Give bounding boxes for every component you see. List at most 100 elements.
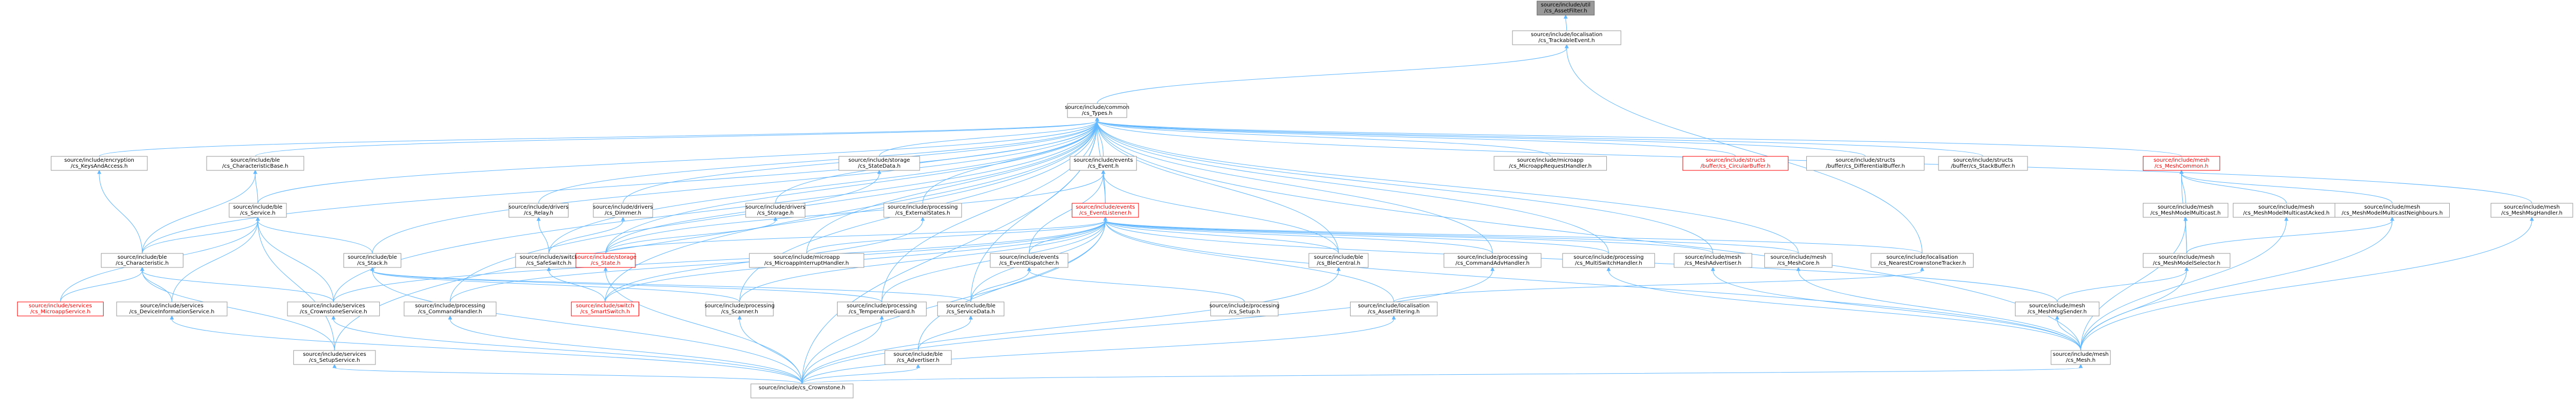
edge-service-csservice bbox=[257, 220, 334, 302]
edge-advertiser-mesh bbox=[1712, 270, 2081, 351]
node-microappsvc[interactable]: source/include/services/cs_MicroappServi… bbox=[17, 301, 104, 317]
node-box bbox=[343, 253, 401, 268]
node-label: source/include/processing bbox=[415, 303, 485, 309]
node-evlistener[interactable]: source/include/events/cs_EventListener.h bbox=[1072, 203, 1139, 218]
node-advertiser[interactable]: source/include/mesh/cs_MeshAdvertiser.h bbox=[1674, 253, 1752, 268]
node-stack[interactable]: source/include/ble/cs_Stack.h bbox=[343, 253, 401, 268]
edge-service-characteristic bbox=[142, 220, 258, 254]
node-circbuf[interactable]: source/include/structs/buffer/cs_Circula… bbox=[1682, 156, 1789, 171]
edge-arrowhead bbox=[1711, 266, 1715, 271]
node-multiacked[interactable]: source/include/mesh/cs_MeshModelMulticas… bbox=[2232, 203, 2340, 218]
node-safeswitch[interactable]: source/include/switch/cs_SafeSwitch.h bbox=[515, 253, 583, 268]
node-label: /cs_TemperatureGuard.h bbox=[849, 309, 915, 315]
node-service[interactable]: source/include/ble/cs_Service.h bbox=[229, 203, 287, 218]
node-multiswitch[interactable]: source/include/processing/cs_MultiSwitch… bbox=[1562, 253, 1655, 268]
edge-devinfo-crownstone bbox=[172, 319, 803, 384]
node-box bbox=[1070, 156, 1137, 171]
node-charbase[interactable]: source/include/ble/cs_CharacteristicBase… bbox=[206, 156, 304, 171]
edge-multicast-mesh bbox=[2080, 220, 2186, 351]
node-tempguard[interactable]: source/include/processing/cs_Temperature… bbox=[837, 301, 927, 317]
node-label: /cs_MeshMsgSender.h bbox=[2027, 309, 2087, 315]
node-blecentral[interactable]: source/include/ble/cs_BleCentral.h bbox=[1308, 253, 1369, 268]
edge-arrowhead bbox=[256, 216, 260, 221]
edge-storageh-state bbox=[605, 220, 776, 254]
edge-event-dispatcher bbox=[1029, 173, 1104, 254]
edge-types-tempguard bbox=[881, 120, 1098, 302]
node-extstates[interactable]: source/include/processing/cs_ExternalSta… bbox=[883, 203, 962, 218]
edge-arrowhead bbox=[448, 315, 453, 320]
node-box bbox=[1562, 253, 1655, 268]
edge-arrowhead bbox=[1920, 266, 1924, 271]
edge-multiswitch-mesh bbox=[1608, 270, 2081, 351]
edge-characteristic-setupsvc bbox=[142, 270, 335, 351]
node-label: /cs_ExternalStates.h bbox=[895, 210, 950, 216]
nodes-layer: source/include/util/cs_AssetFilter.hsour… bbox=[17, 1, 2573, 398]
node-multineigh[interactable]: source/include/mesh/cs_MeshModelMulticas… bbox=[2334, 203, 2450, 218]
node-label: source/include/switch bbox=[519, 254, 578, 260]
node-scanner[interactable]: source/include/processing/cs_Scanner.h bbox=[704, 301, 775, 317]
node-meshcommon[interactable]: source/include/mesh/cs_MeshCommon.h bbox=[2142, 156, 2221, 171]
node-label: /cs_MeshAdvertiser.h bbox=[1684, 260, 1741, 266]
node-box bbox=[1067, 103, 1127, 118]
node-label: /cs_Scanner.h bbox=[721, 309, 758, 315]
node-assetfilter[interactable]: source/include/util/cs_AssetFilter.h bbox=[1537, 1, 1595, 16]
node-label: source/include/ble bbox=[348, 254, 397, 260]
node-bleadv[interactable]: source/include/ble/cs_Advertiser.h bbox=[885, 350, 952, 365]
node-storageh[interactable]: source/include/drivers/cs_Storage.h bbox=[745, 203, 806, 218]
node-setup[interactable]: source/include/processing/cs_Setup.h bbox=[1209, 301, 1279, 317]
node-label: source/include/ble bbox=[233, 204, 282, 210]
node-types[interactable]: source/include/common/cs_Types.h bbox=[1065, 103, 1129, 118]
node-modelselector[interactable]: source/include/mesh/cs_MeshModelSelector… bbox=[2142, 253, 2231, 268]
edge-types-meshcore bbox=[1097, 120, 1799, 254]
node-msgsender[interactable]: source/include/mesh/cs_MeshMsgSender.h bbox=[2015, 301, 2100, 317]
node-assetfiltering[interactable]: source/include/localisation/cs_AssetFilt… bbox=[1350, 301, 1438, 317]
node-csservice[interactable]: source/include/services/cs_CrownstoneSer… bbox=[287, 301, 380, 317]
node-state[interactable]: source/include/storage/cs_State.h bbox=[575, 253, 636, 268]
node-dimmer[interactable]: source/include/drivers/cs_Dimmer.h bbox=[593, 203, 653, 218]
node-statedata[interactable]: source/include/storage/cs_StateData.h bbox=[838, 156, 920, 171]
node-meshcore[interactable]: source/include/mesh/cs_MeshCore.h bbox=[1764, 253, 1833, 268]
node-trackable[interactable]: source/include/localisation/cs_Trackable… bbox=[1512, 30, 1621, 45]
edge-types-blecentral bbox=[1097, 120, 1339, 254]
node-label: source/include/localisation bbox=[1531, 32, 1602, 38]
node-dispatcher[interactable]: source/include/events/cs_EventDispatcher… bbox=[990, 253, 1068, 268]
node-servicedata[interactable]: source/include/ble/cs_ServiceData.h bbox=[937, 301, 1005, 317]
node-smartswitch[interactable]: source/include/switch/cs_SmartSwitch.h bbox=[571, 301, 639, 317]
node-crownstone[interactable]: source/include/cs_Crownstone.h bbox=[750, 383, 854, 398]
node-keys[interactable]: source/include/encryption/cs_KeysAndAcce… bbox=[51, 156, 148, 171]
node-msghandler[interactable]: source/include/mesh/cs_MeshMsgHandler.h bbox=[2490, 203, 2573, 218]
node-setupsvc[interactable]: source/include/services/cs_SetupService.… bbox=[293, 350, 376, 365]
node-microreq[interactable]: source/include/microapp/cs_MicroappReque… bbox=[1493, 156, 1607, 171]
node-label: source/include/localisation bbox=[1358, 303, 1430, 309]
node-nearest[interactable]: source/include/localisation/cs_NearestCr… bbox=[1871, 253, 1974, 268]
edge-meshcommon-multineigh bbox=[2181, 173, 2393, 204]
node-cmdhandler[interactable]: source/include/processing/cs_CommandHand… bbox=[403, 301, 497, 317]
node-box bbox=[745, 203, 806, 218]
node-box bbox=[2334, 203, 2450, 218]
node-box bbox=[2015, 301, 2100, 317]
node-event[interactable]: source/include/events/cs_Event.h bbox=[1070, 156, 1137, 171]
edge-types-cmdadmin bbox=[1097, 120, 1493, 254]
edge-characteristic-csservice bbox=[142, 270, 334, 302]
node-relay[interactable]: source/include/drivers/cs_Relay.h bbox=[509, 203, 569, 218]
node-microint[interactable]: source/include/microapp/cs_MicroappInter… bbox=[749, 253, 865, 268]
node-box bbox=[2490, 203, 2573, 218]
node-diffbuf[interactable]: source/include/structs/buffer/cs_Differe… bbox=[1806, 156, 1925, 171]
node-label: source/include/structs bbox=[1705, 157, 1765, 163]
node-box bbox=[1350, 301, 1438, 317]
node-characteristic[interactable]: source/include/ble/cs_Characteristic.h bbox=[101, 253, 183, 268]
edge-evlistener-mesh bbox=[1105, 220, 2081, 351]
node-mesh[interactable]: source/include/mesh/cs_Mesh.h bbox=[2051, 350, 2111, 365]
node-label: source/include/services bbox=[303, 352, 366, 357]
node-devinfo[interactable]: source/include/services/cs_DeviceInforma… bbox=[116, 301, 228, 317]
node-box bbox=[837, 301, 927, 317]
node-label: source/include/processing bbox=[847, 303, 917, 309]
node-stackbuf[interactable]: source/include/structs/buffer/cs_StackBu… bbox=[1938, 156, 2028, 171]
edge-assetfilter-trackable bbox=[1565, 18, 1567, 31]
node-label: source/include/mesh bbox=[2157, 204, 2214, 210]
node-multicast[interactable]: source/include/mesh/cs_MeshModelMulticas… bbox=[2142, 203, 2229, 218]
edge-arrowhead bbox=[621, 216, 625, 221]
node-label: /cs_MeshCore.h bbox=[1777, 260, 1819, 266]
node-cmdadmin[interactable]: source/include/processing/cs_CommandAdvH… bbox=[1443, 253, 1542, 268]
edge-arrowhead bbox=[969, 315, 973, 320]
